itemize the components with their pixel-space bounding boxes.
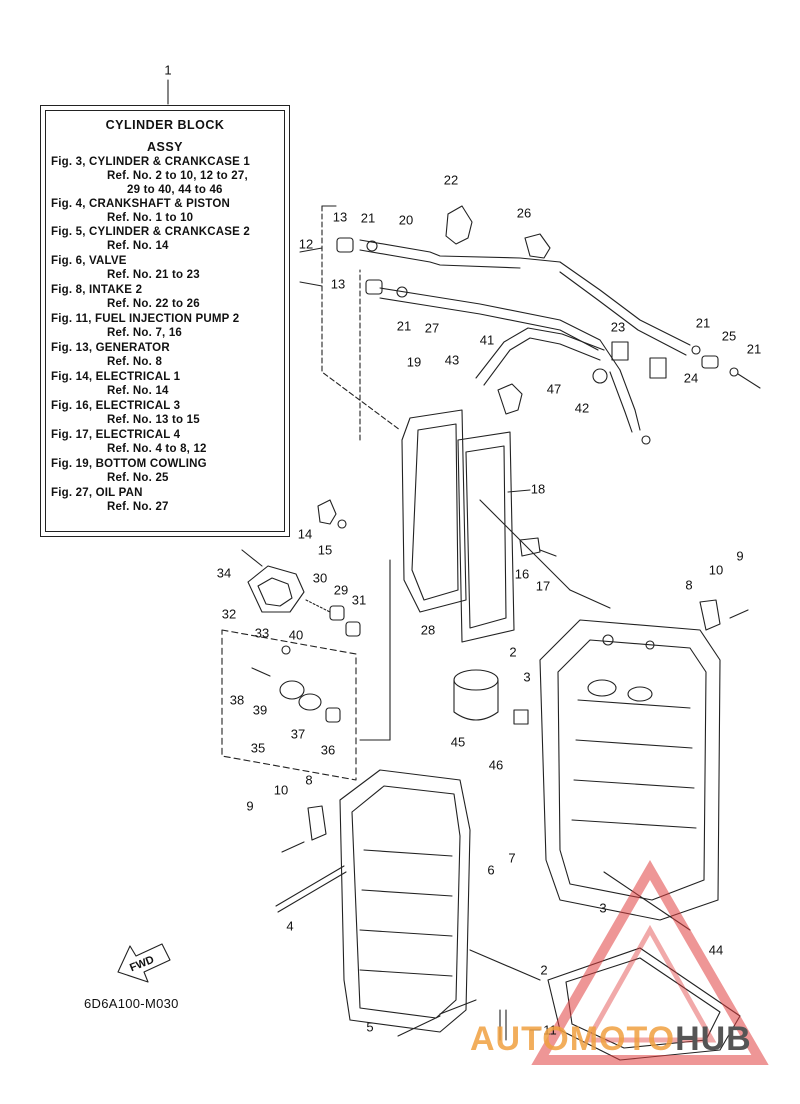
legend-line: Ref. No. 22 to 26 <box>107 298 200 310</box>
callout-ref-number: 16 <box>514 566 530 582</box>
callout-ref-number: 47 <box>546 381 562 397</box>
callout-ref-number: 17 <box>535 578 551 594</box>
callout-ref-number: 21 <box>360 210 376 226</box>
callout-ref-number: 23 <box>610 319 626 335</box>
legend-line: Ref. No. 8 <box>107 356 163 368</box>
callout-ref-number: 32 <box>221 606 237 622</box>
legend-line: Ref. No. 13 to 15 <box>107 414 200 426</box>
callout-ref-number: 6 <box>487 862 495 878</box>
callout-ref-number: 26 <box>516 205 532 221</box>
callout-ref-number: 44 <box>708 942 724 958</box>
callout-ref-number: 33 <box>254 625 270 641</box>
legend-line: 29 to 40, 44 to 46 <box>127 184 223 196</box>
legend-line: Fig. 5, CYLINDER & CRANKCASE 2 <box>51 226 250 238</box>
callout-ref-number: 13 <box>330 276 346 292</box>
legend-line: Fig. 3, CYLINDER & CRANKCASE 1 <box>51 156 250 168</box>
callout-ref-number: 45 <box>450 734 466 750</box>
legend-line: Ref. No. 4 to 8, 12 <box>107 443 207 455</box>
callout-ref-number: 3 <box>523 669 531 685</box>
callout-ref-number: 27 <box>424 320 440 336</box>
callout-ref-number: 14 <box>297 526 313 542</box>
callout-ref-number: 3 <box>599 900 607 916</box>
legend-line: Ref. No. 25 <box>107 472 169 484</box>
watermark-text: AUTOMOTOHUB <box>470 1020 752 1059</box>
callout-ref-number: 11 <box>543 1022 557 1038</box>
callout-ref-number: 10 <box>273 782 289 798</box>
callout-ref-number: 22 <box>443 172 459 188</box>
legend-line: Fig. 16, ELECTRICAL 3 <box>51 400 181 412</box>
callout-ref-number: 10 <box>708 562 724 578</box>
legend-line: Ref. No. 7, 16 <box>107 327 183 339</box>
callout-ref-number: 41 <box>479 332 495 348</box>
callout-ref-number: 34 <box>216 565 232 581</box>
watermark-logo-shape <box>531 860 769 1065</box>
legend-title: CYLINDER BLOCK <box>105 118 225 132</box>
callout-ref-number: 20 <box>398 212 414 228</box>
callout-ref-number: 1 <box>164 62 172 78</box>
callout-ref-number: 37 <box>290 726 306 742</box>
callout-ref-number: 2 <box>540 962 548 978</box>
callout-ref-number: 40 <box>288 627 304 643</box>
legend-subtitle: ASSY <box>146 140 184 154</box>
legend-line: Fig. 8, INTAKE 2 <box>51 284 143 296</box>
callout-ref-number: 31 <box>351 592 367 608</box>
legend-line: Fig. 4, CRANKSHAFT & PISTON <box>51 198 230 210</box>
callout-ref-number: 29 <box>333 582 349 598</box>
callout-ref-number: 28 <box>420 622 436 638</box>
callout-ref-number: 12 <box>298 236 314 252</box>
callout-ref-number: 7 <box>508 850 516 866</box>
callout-ref-number: 36 <box>320 742 336 758</box>
callout-ref-number: 21 <box>695 315 711 331</box>
callout-ref-number: 4 <box>286 918 294 934</box>
callout-ref-number: 35 <box>250 740 266 756</box>
legend-line: Fig. 27, OIL PAN <box>51 487 143 499</box>
legend-line: Ref. No. 21 to 23 <box>107 269 200 281</box>
drawing-code: 6D6A100-M030 <box>84 996 179 1011</box>
callout-ref-number: 9 <box>736 548 744 564</box>
callout-ref-number: 8 <box>305 772 313 788</box>
callout-ref-number: 43 <box>444 352 460 368</box>
legend-line: Fig. 6, VALVE <box>51 255 127 267</box>
callout-ref-number: 19 <box>406 354 422 370</box>
callout-ref-number: 18 <box>530 481 546 497</box>
legend-inner-border <box>45 110 285 532</box>
callout-ref-number: 8 <box>685 577 693 593</box>
legend-line: Fig. 19, BOTTOM COWLING <box>51 458 207 470</box>
legend-line: Ref. No. 27 <box>107 501 169 513</box>
legend-line: Fig. 13, GENERATOR <box>51 342 170 354</box>
legend-line: Ref. No. 1 to 10 <box>107 212 194 224</box>
callout-ref-number: 21 <box>746 341 762 357</box>
reference-legend-box: CYLINDER BLOCK ASSY Fig. 3, CYLINDER & C… <box>40 105 290 537</box>
callout-ref-number: 2 <box>509 644 517 660</box>
legend-line: Fig. 11, FUEL INJECTION PUMP 2 <box>51 313 240 325</box>
callout-ref-number: 25 <box>721 328 737 344</box>
legend-line: Fig. 17, ELECTRICAL 4 <box>51 429 181 441</box>
callout-ref-number: 42 <box>574 400 590 416</box>
legend-line: Ref. No. 2 to 10, 12 to 27, <box>107 170 248 182</box>
callout-ref-number: 38 <box>229 692 245 708</box>
callout-ref-number: 5 <box>366 1019 374 1035</box>
legend-line: Fig. 14, ELECTRICAL 1 <box>51 371 181 383</box>
callout-ref-number: 30 <box>312 570 328 586</box>
legend-line: Ref. No. 14 <box>107 385 169 397</box>
callout-ref-number: 15 <box>317 542 333 558</box>
legend-line: Ref. No. 14 <box>107 240 169 252</box>
callout-ref-number: 13 <box>332 209 348 225</box>
watermark-text-part1: AUTOMOTO <box>470 1020 676 1058</box>
callout-ref-number: 21 <box>396 318 412 334</box>
callout-ref-number: 39 <box>252 702 268 718</box>
callout-ref-number: 9 <box>246 798 254 814</box>
watermark-text-part2: HUB <box>675 1020 752 1058</box>
callout-ref-number: 46 <box>488 757 504 773</box>
callout-ref-number: 24 <box>683 370 699 386</box>
